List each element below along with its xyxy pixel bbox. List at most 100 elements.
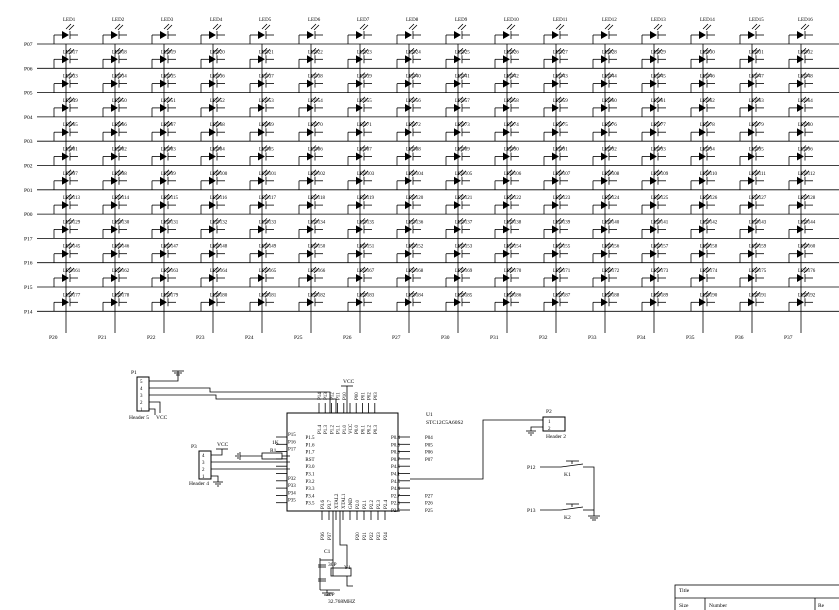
led-label: LED105 (455, 172, 473, 177)
led: LED129 (53, 218, 81, 239)
led: LED124 (592, 193, 620, 215)
led-diode (601, 31, 608, 39)
led-diode (552, 55, 559, 64)
led-label: LED182 (308, 293, 326, 298)
p2-body (542, 416, 566, 432)
led-label: LED23 (357, 50, 372, 55)
led: LED125 (641, 193, 669, 215)
mcu-left-pin: RST (305, 458, 314, 463)
led-label: LED154 (504, 245, 522, 250)
led: LED81 (53, 145, 78, 166)
led-diode (160, 274, 167, 282)
col-label: P35 (686, 335, 695, 341)
led-label: LED87 (357, 148, 372, 153)
p3-name: Header 4 (189, 481, 209, 487)
led-label: LED179 (161, 293, 179, 298)
led: LED131 (151, 218, 179, 239)
led: LED59 (543, 96, 568, 117)
led: LED102 (298, 169, 326, 190)
led-diode (307, 31, 314, 39)
led-label: LED51 (161, 99, 176, 104)
led: LED55 (347, 96, 372, 117)
led-label: LED79 (749, 123, 764, 128)
led-label: LED16 (798, 18, 813, 23)
led-diode (797, 274, 804, 282)
led: LED114 (102, 193, 130, 215)
led-diode (552, 31, 559, 39)
led-diode (797, 128, 804, 137)
p3-body (198, 450, 212, 480)
mcu-right-pin: P0.6 (391, 451, 401, 456)
led-diode (601, 249, 608, 258)
led: LED30 (690, 48, 715, 69)
led-label: LED82 (112, 148, 127, 153)
led-label: LED146 (112, 245, 130, 250)
row-label: P16 (24, 261, 33, 267)
led: LED121 (445, 193, 473, 215)
led-label: LED135 (357, 220, 375, 225)
mcu-bottom-pin: P2.1 (363, 499, 368, 509)
mcu-right-net: P05 (425, 443, 433, 448)
led-diode (503, 201, 510, 210)
led-diode (552, 298, 559, 307)
mcu-left-pin: P3.1 (305, 473, 315, 478)
led: LED122 (494, 193, 522, 215)
mcu-bottom-pin: P2.2 (370, 499, 375, 509)
led-diode (601, 176, 608, 185)
led-label: LED140 (602, 220, 620, 225)
led-label: LED28 (602, 50, 617, 55)
led: LED38 (298, 72, 323, 93)
mcu-left-net: P16 (288, 440, 296, 445)
mcu-bottom-net: P24 (384, 532, 389, 540)
led-diode (748, 201, 755, 210)
led-label: LED36 (210, 75, 225, 80)
led-label: LED133 (259, 220, 277, 225)
led: LED35 (151, 72, 176, 93)
led-label: LED171 (553, 269, 571, 274)
led-label: LED192 (798, 293, 816, 298)
led-diode (601, 274, 608, 282)
led: LED43 (543, 72, 568, 93)
led-diode (307, 55, 314, 64)
led-diode (258, 298, 265, 307)
led-diode (209, 274, 216, 282)
y1-ref: Y1 (344, 565, 351, 571)
led-diode (209, 152, 216, 161)
led: LED45 (641, 72, 666, 93)
led-diode (307, 201, 314, 210)
led-diode (650, 31, 657, 39)
mcu-right-pin: P4.6 (391, 465, 401, 470)
led-label: LED89 (455, 148, 470, 153)
mcu-left-pin: P1.6 (305, 443, 315, 448)
led-diode (307, 274, 314, 282)
led-diode (650, 176, 657, 185)
led: LED93 (641, 145, 666, 166)
led-diode (552, 128, 559, 137)
led-diode (699, 274, 706, 282)
k1-ref: K1 (564, 472, 571, 478)
led-label: LED98 (112, 172, 127, 177)
led: LED177 (53, 291, 81, 312)
led-diode (160, 152, 167, 161)
led-label: LED173 (651, 269, 669, 274)
led-diode (405, 225, 412, 234)
p1-name: Header 5 (129, 415, 149, 421)
led-label: LED7 (357, 18, 370, 23)
row-label: P04 (24, 115, 33, 121)
mcu-left-net: P34 (288, 491, 296, 496)
led-label: LED57 (455, 99, 470, 104)
led-diode (258, 249, 265, 258)
mcu-u1: U1 STC12C5A60S2 P1.5P15P1.6P16P1.7P17RST… (276, 392, 464, 540)
led-label: LED110 (700, 172, 718, 177)
col-label: P25 (294, 335, 303, 341)
led-label: LED115 (161, 196, 179, 201)
mcu-bottom-net: P37 (328, 532, 333, 540)
led-diode (454, 79, 461, 88)
led: LED50 (102, 96, 127, 117)
led: LED183 (347, 291, 375, 312)
led-label: LED19 (161, 50, 176, 55)
led-label: LED99 (161, 172, 176, 177)
led-diode (797, 79, 804, 88)
led: LED58 (494, 96, 519, 117)
switch-k2: P13 K2 (527, 503, 600, 521)
